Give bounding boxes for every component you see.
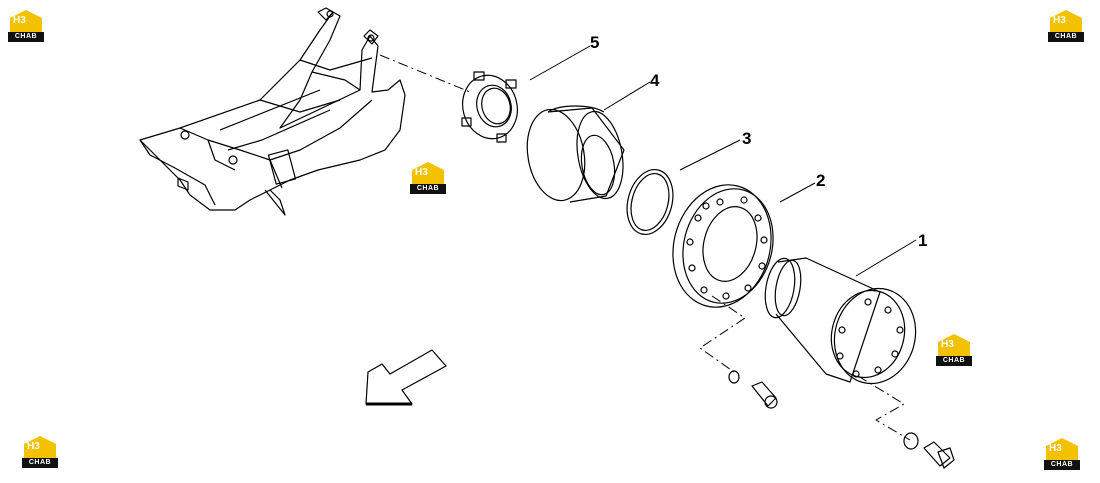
watermark-logo-text: H3 [941,339,954,350]
socket-head-screw [751,381,778,409]
centerline [379,54,471,93]
watermark-logo-text: H3 [1053,15,1066,26]
watermark-logo-text: H3 [415,167,428,178]
watermark-logo: H3 CHAB [936,334,972,366]
watermark-logo: H3 CHAB [22,436,58,468]
centerline [857,375,911,441]
washer [903,432,919,450]
callout-3: 3 [742,129,752,148]
watermark-logo-text: H3 [27,441,40,452]
callout-2: 2 [816,171,826,190]
part-1-pin [764,257,917,385]
washer-small [728,370,740,384]
watermark-logo-text: H3 [13,15,26,26]
callout-4: 4 [650,71,660,90]
leader-lines [529,45,917,277]
callout-1: 1 [918,231,928,250]
frame-assembly [139,7,406,216]
watermark-logo: H3 CHAB [1048,10,1084,42]
watermark-logo-band: CHAB [22,458,58,468]
watermark-logo-band: CHAB [410,184,446,194]
watermark-logo: H3 CHAB [8,10,44,42]
callout-5: 5 [590,33,600,52]
watermark-logo-band: CHAB [1044,460,1080,470]
part-4-bearing [526,105,625,203]
centerline [699,295,746,373]
hex-bolt [923,441,955,469]
part-3-snap-ring [626,169,674,235]
watermark-logo: H3 CHAB [1044,438,1080,470]
watermark-logo: H3 CHAB [410,162,446,194]
forward-direction-arrow [365,349,447,406]
watermark-logo-band: CHAB [1048,32,1084,42]
watermark-logo-band: CHAB [936,356,972,366]
watermark-logo-band: CHAB [8,32,44,42]
part-5-slotted-nut [461,71,518,143]
part-2-flange [672,184,774,308]
watermark-logo-text: H3 [1049,443,1062,454]
